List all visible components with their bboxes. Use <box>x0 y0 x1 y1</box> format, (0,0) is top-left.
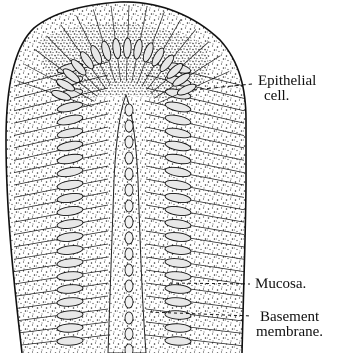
core-cell <box>125 136 133 148</box>
label-epithelial-cell: Epithelial cell. <box>258 74 316 104</box>
label-epithelial-line1: Epithelial <box>258 74 316 89</box>
core-cell <box>125 264 133 276</box>
core-cell <box>125 168 133 180</box>
label-mucosa: Mucosa. <box>255 277 306 292</box>
core-cell <box>125 200 133 212</box>
core-cell <box>125 184 133 196</box>
label-epithelial-line2: cell. <box>258 89 316 104</box>
core-cell <box>125 328 133 340</box>
core-cell <box>125 296 133 308</box>
core-cell <box>125 280 133 292</box>
core-cell <box>125 344 133 353</box>
core-cell <box>125 120 133 132</box>
core-cell <box>125 104 133 116</box>
core-cell <box>125 216 133 228</box>
nucleus <box>123 38 131 58</box>
core-cell <box>125 152 133 164</box>
label-basement-membrane: Basement membrane. <box>256 310 323 340</box>
label-basement-line2: membrane. <box>256 325 323 340</box>
core-cell <box>125 312 133 324</box>
label-basement-line1: Basement <box>256 310 323 325</box>
core-cell <box>125 248 133 260</box>
core-cell <box>125 232 133 244</box>
